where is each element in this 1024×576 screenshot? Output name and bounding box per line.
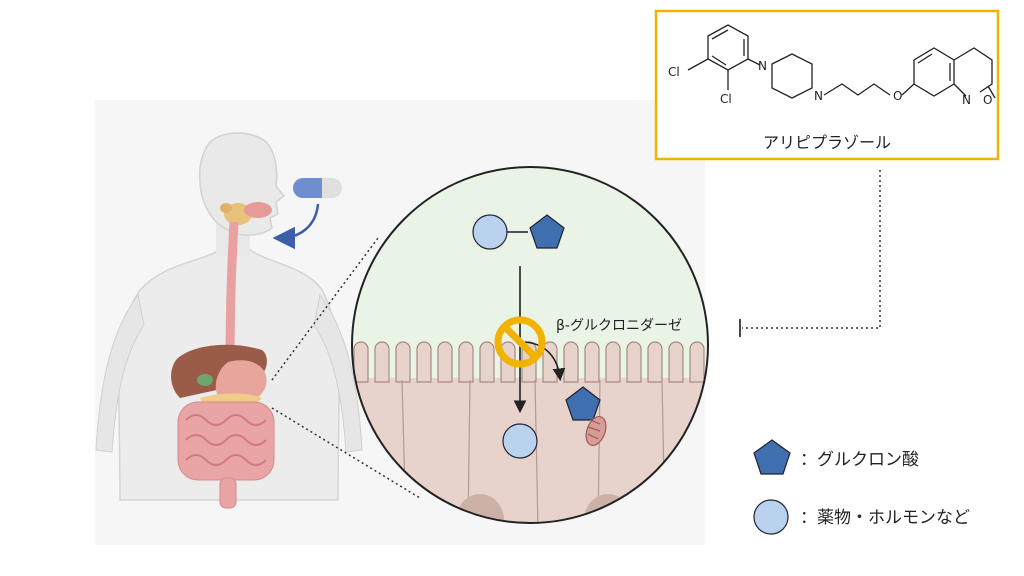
cleavage-arrow — [524, 341, 566, 382]
villus — [374, 341, 390, 383]
intestinal-villi — [353, 341, 725, 383]
mouth-cavity — [244, 202, 272, 218]
human-body-figure — [95, 132, 363, 509]
villus — [416, 341, 432, 383]
atom-cl-2: Cl — [720, 92, 732, 106]
atom-o: O — [893, 89, 902, 103]
villus — [584, 341, 600, 383]
gallbladder — [197, 374, 213, 386]
free-drug-circle — [502, 423, 538, 459]
legend-circle-icon — [753, 499, 789, 535]
villus — [479, 341, 495, 383]
villus — [689, 341, 705, 383]
drug-glucuronide-conjugate — [472, 214, 565, 250]
legend: ：グルクロン酸 ：薬物・ホルモンなど — [753, 439, 970, 535]
capsule-pill-icon — [293, 178, 342, 198]
inhibition-icon — [494, 316, 546, 368]
esophagus — [225, 221, 239, 366]
villus — [626, 341, 642, 383]
stomach — [215, 360, 267, 403]
atom-n-2: N — [814, 89, 823, 103]
inhibition-connector — [742, 170, 881, 329]
villus — [668, 341, 684, 383]
villus — [353, 341, 369, 383]
drug-circle — [472, 214, 508, 250]
compound-structure-box: Cl Cl N N O N O アリピプラゾール — [654, 9, 1000, 161]
legend-label-drug-hormone: ：薬物・ホルモンなど — [800, 508, 970, 528]
free-glucuronic-acid-pentagon — [565, 386, 601, 421]
zoom-line-bottom — [271, 407, 421, 499]
atom-nh: N — [962, 93, 971, 107]
atom-n-1: N — [758, 59, 767, 73]
compound-name: アリピプラゾール — [763, 133, 891, 152]
villus — [605, 341, 621, 383]
villus — [458, 341, 474, 383]
villus — [563, 341, 579, 383]
atom-carbonyl-o: O — [983, 93, 992, 107]
magnified-intestine-view — [351, 166, 725, 524]
enzyme-label: β-グルクロニダーゼ — [556, 318, 682, 334]
legend-label-glucuronic-acid: ：グルクロン酸 — [800, 450, 919, 470]
villus — [647, 341, 663, 383]
atom-cl-1: Cl — [668, 65, 680, 79]
intestines — [177, 401, 275, 509]
liver — [171, 344, 267, 398]
villus — [711, 342, 725, 382]
glucuronic-acid-pentagon — [529, 214, 565, 249]
legend-pentagon-icon — [753, 439, 791, 475]
ingestion-arrow — [272, 203, 320, 250]
villus — [437, 341, 453, 383]
villus — [395, 341, 411, 383]
bacterium-icon — [585, 415, 607, 447]
